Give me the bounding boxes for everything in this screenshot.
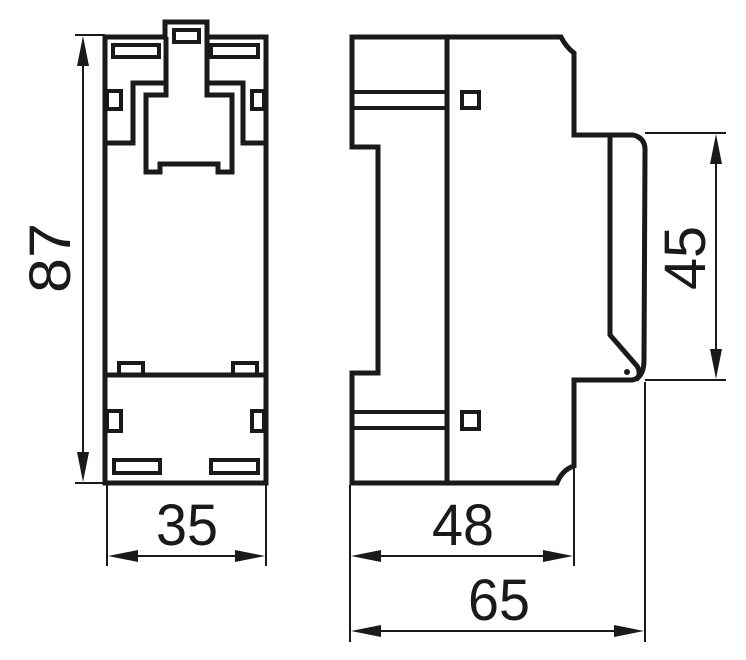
arrow-up-icon [77,36,89,66]
total-depth-dimension: 65 [351,382,646,642]
lower-right-clip-square [250,409,266,433]
arrow-up-icon [710,134,722,164]
rail-label: 45 [653,226,718,290]
front-view [102,19,269,486]
lower-indicator-square [460,410,481,431]
top-left-slot [111,43,161,59]
height-label: 87 [18,223,83,293]
arrow-left-icon [351,550,381,562]
clip-dot [624,369,630,375]
total-depth-label: 65 [468,568,530,633]
depth-label: 48 [432,493,494,558]
height-dimension: 87 [18,34,105,484]
depth-dimension: 48 [349,468,575,642]
bottom-right-tab [231,361,259,377]
arrow-down-icon [77,452,89,482]
bottom-left-slot [112,458,162,475]
top-tab-slot [172,28,201,44]
upper-indicator-square [460,90,481,110]
width-dimension: 35 [106,485,267,566]
arrow-left-icon [108,550,138,562]
arrow-left-icon [351,625,381,637]
width-label: 35 [156,493,218,558]
terminal-housing [105,37,266,146]
bottom-left-tab [117,361,145,377]
side-view [349,34,648,486]
arrow-right-icon [235,550,265,562]
bottom-right-slot [209,458,260,475]
top-right-slot [209,43,260,59]
arrow-right-icon [543,550,573,562]
terminal-opening [143,83,235,175]
din-rail-clip [607,135,642,382]
right-clip-square [250,89,266,111]
side-outline [349,34,648,486]
arrow-down-icon [710,349,722,379]
left-clip-square [105,89,123,111]
lower-left-clip-square [105,409,123,433]
arrow-right-icon [614,625,644,637]
rail-dimension: 45 [645,132,726,381]
